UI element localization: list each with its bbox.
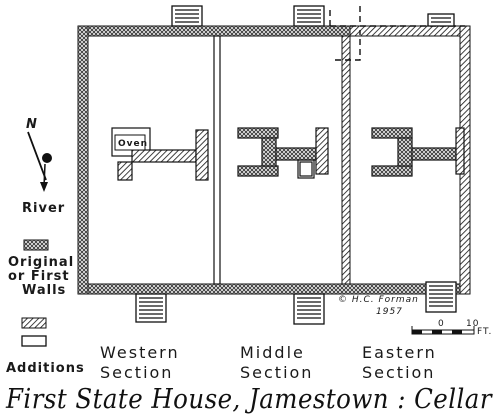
stair-south-west bbox=[135, 293, 167, 323]
outer-walls bbox=[77, 25, 471, 295]
credit-line1: © H.C. Forman bbox=[338, 295, 419, 305]
legend-original-line2: or First bbox=[8, 269, 70, 284]
river-label: River bbox=[22, 201, 65, 216]
stair-north-west bbox=[171, 5, 203, 27]
drawing-title: First State House, Jamestown : Cellar bbox=[5, 384, 493, 415]
compass-needle bbox=[27, 131, 47, 181]
section-eastern-line2: Section bbox=[362, 363, 435, 382]
compass-north-label: N bbox=[26, 117, 38, 132]
section-middle-line1: Middle bbox=[240, 343, 305, 362]
south-wall bbox=[77, 283, 471, 295]
section-labels: Western Section Middle Section Eastern S… bbox=[100, 343, 437, 382]
stair-south-east bbox=[425, 281, 457, 313]
scale-bar: 0 10 FT. bbox=[411, 319, 492, 337]
partition-west bbox=[213, 35, 221, 285]
scale-start-label: 0 bbox=[438, 319, 445, 329]
compass-center bbox=[42, 153, 52, 163]
river-arrow-icon bbox=[40, 182, 48, 192]
legend-additions-label: Additions bbox=[6, 361, 85, 376]
stair-south-middle bbox=[293, 293, 325, 325]
chimney-middle bbox=[237, 127, 329, 179]
chimney-west bbox=[111, 127, 209, 181]
section-western-line1: Western bbox=[100, 343, 180, 362]
credit-line2: 1957 bbox=[376, 307, 403, 317]
north-wall-east bbox=[349, 25, 471, 37]
legend-original-line1: Original bbox=[8, 255, 74, 270]
legend-addition-swatch-hatch bbox=[21, 317, 47, 329]
scale-unit-label: FT. bbox=[477, 327, 492, 337]
partition-east bbox=[341, 35, 351, 285]
scale-end-label: 10 bbox=[466, 319, 479, 329]
stair-north-middle bbox=[293, 5, 325, 27]
legend: Original or First Walls Additions bbox=[6, 239, 85, 376]
legend-original-swatch bbox=[23, 239, 49, 251]
stairs bbox=[135, 5, 457, 325]
section-eastern-line1: Eastern bbox=[362, 343, 437, 362]
legend-original-line3: Walls bbox=[22, 283, 66, 298]
stair-north-east bbox=[427, 13, 455, 27]
compass: N River bbox=[22, 117, 65, 216]
section-middle-line2: Section bbox=[240, 363, 313, 382]
chimney-east bbox=[371, 127, 465, 177]
oven-label: Oven bbox=[118, 139, 148, 149]
section-western-line2: Section bbox=[100, 363, 173, 382]
north-wall bbox=[77, 25, 351, 37]
legend-addition-swatch-plain bbox=[21, 335, 47, 347]
west-wall bbox=[77, 25, 89, 295]
